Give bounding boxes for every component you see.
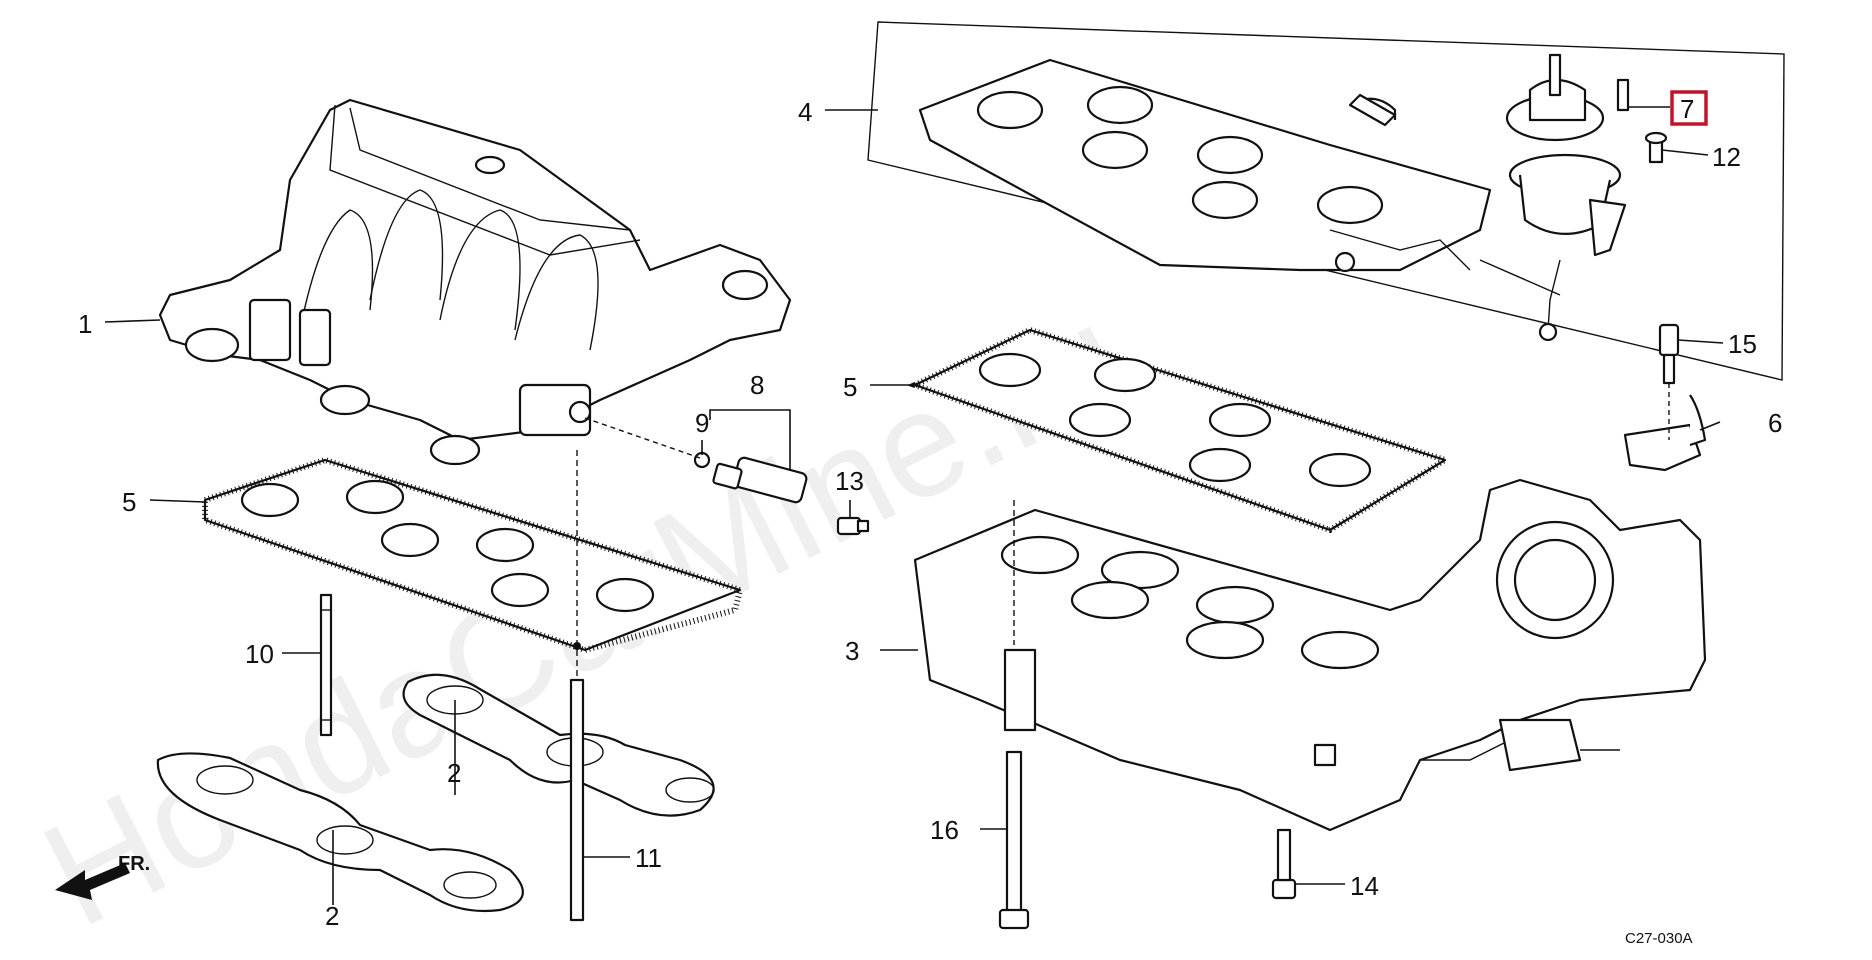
callout-9[interactable]: 9 xyxy=(695,408,709,438)
gasket-2-lower[interactable] xyxy=(156,752,524,913)
diagram-code: C27-030A xyxy=(1625,930,1693,947)
callout-8[interactable]: 8 xyxy=(750,370,764,400)
callout-13[interactable]: 13 xyxy=(835,466,864,496)
lower-intake-manifold-3[interactable] xyxy=(913,478,1707,832)
callout-7[interactable]: 7 xyxy=(1680,94,1694,124)
callout-10[interactable]: 10 xyxy=(245,639,274,669)
nut-14[interactable] xyxy=(1271,828,1297,900)
gasket-5-left[interactable] xyxy=(202,456,744,654)
bolt-13[interactable] xyxy=(836,516,870,536)
front-direction-arrow-icon xyxy=(55,863,130,900)
assembly-4-box xyxy=(867,21,1785,381)
upper-intake-manifold[interactable] xyxy=(158,98,792,466)
bracket-6[interactable] xyxy=(1623,394,1707,472)
callout-12[interactable]: 12 xyxy=(1712,142,1741,172)
leader-lines xyxy=(104,106,1724,905)
bolt-15[interactable] xyxy=(1658,323,1680,385)
callout-2-lower[interactable]: 2 xyxy=(325,901,339,931)
callout-11[interactable]: 11 xyxy=(635,843,662,873)
callout-3[interactable]: 3 xyxy=(845,636,859,666)
stud-11[interactable] xyxy=(569,450,585,922)
dashpot-7[interactable] xyxy=(1505,53,1630,342)
callout-15[interactable]: 15 xyxy=(1728,329,1757,359)
callout-5-right[interactable]: 5 xyxy=(843,372,857,402)
direction-label: FR. xyxy=(118,853,150,875)
gasket-5-right[interactable] xyxy=(907,326,1453,534)
callout-6[interactable]: 6 xyxy=(1768,408,1782,438)
callout-14[interactable]: 14 xyxy=(1350,871,1379,901)
screw-12[interactable] xyxy=(1644,131,1668,164)
callout-16[interactable]: 16 xyxy=(930,815,959,845)
stud-10[interactable] xyxy=(319,593,333,737)
throttle-plate-assembly-4[interactable] xyxy=(918,58,1561,296)
callout-1[interactable]: 1 xyxy=(78,309,92,339)
callout-2-upper[interactable]: 2 xyxy=(447,758,461,788)
callout-7-highlight xyxy=(1670,90,1708,126)
callout-5-left[interactable]: 5 xyxy=(122,487,136,517)
hose-fitting xyxy=(1348,93,1397,127)
washer-9[interactable] xyxy=(693,451,711,469)
callout-4[interactable]: 4 xyxy=(798,97,812,127)
bolt-16[interactable] xyxy=(998,750,1030,930)
temperature-sensor-8[interactable] xyxy=(712,456,808,504)
